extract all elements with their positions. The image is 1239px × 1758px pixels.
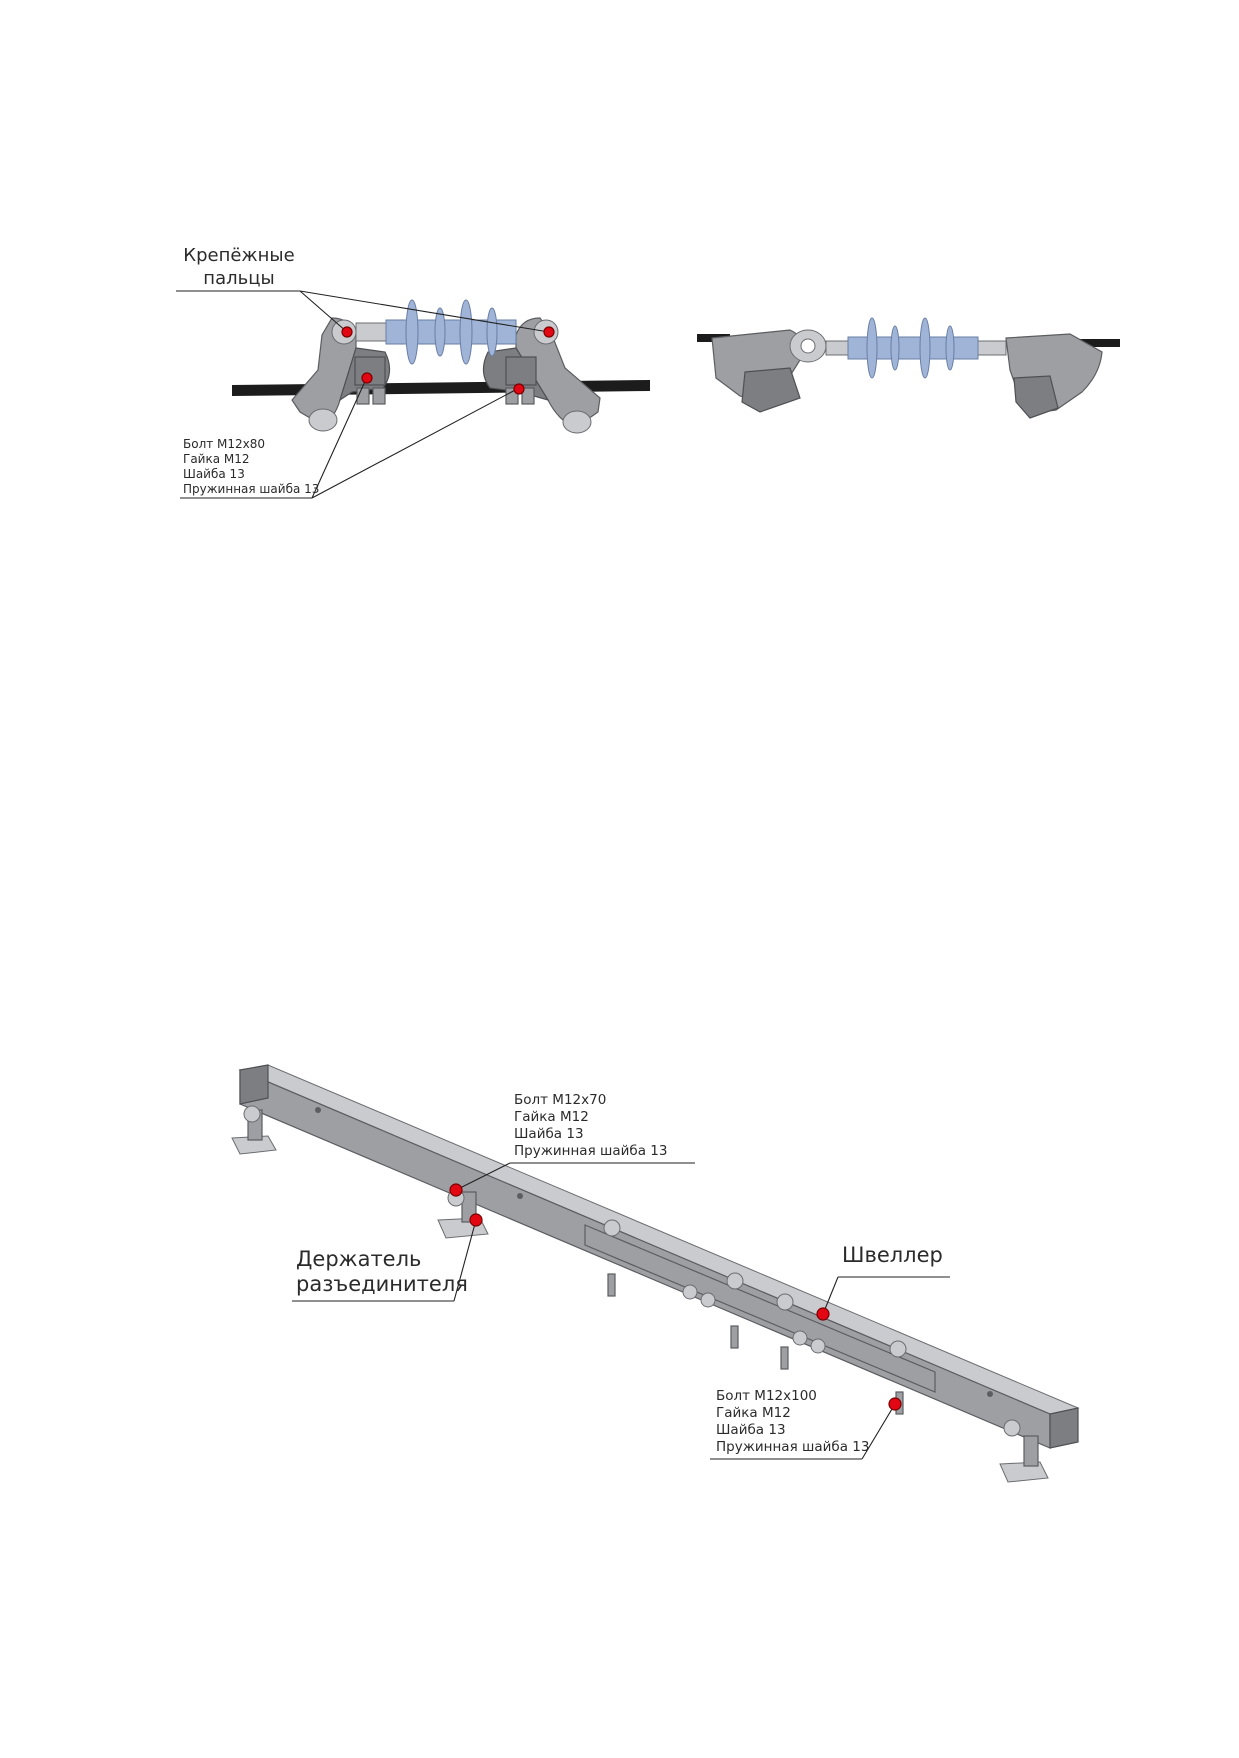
insulator-assembly-right (697, 317, 1120, 419)
right-end-bolt (1003, 1419, 1021, 1437)
channel-assembly (231, 1064, 1080, 1483)
top-bolt-3 (776, 1293, 794, 1311)
marker-holder (469, 1213, 483, 1227)
top-fastener-callout: Болт М12х80 Гайка М12 Шайба 13 Пружинная… (180, 372, 525, 499)
fastener-a-leader (455, 1162, 511, 1191)
fastener-callout-a: Болт М12х70 Гайка М12 Шайба 13 Пружинная… (449, 1092, 695, 1197)
holder-label-line-1: Держатель (296, 1247, 421, 1271)
top-fastener-line-3: Шайба 13 (183, 467, 245, 481)
fingers-label-line-1: Крепёжные (183, 245, 294, 266)
splice-hole-3 (792, 1330, 808, 1346)
right-strain-clamp-jaw (1013, 375, 1059, 419)
right-shed-1 (866, 317, 878, 379)
left-end-bolt (243, 1105, 261, 1123)
marker-pin-left (341, 326, 353, 338)
top-fastener-line-4: Пружинная шайба 13 (183, 482, 319, 496)
top-bolt-1 (603, 1219, 621, 1237)
fingers-leader-right (299, 290, 550, 333)
marker-pin-right (543, 326, 555, 338)
fingers-callout: Крепёжные пальцы (176, 245, 555, 338)
top-bolt-2 (726, 1272, 744, 1290)
top-fastener-line-1: Болт М12х80 (183, 437, 265, 451)
beam-hole-1 (315, 1107, 321, 1113)
left-nut-2 (372, 387, 386, 405)
left-strain-clamp-jaw (741, 367, 801, 413)
right-shed-2 (890, 325, 900, 371)
beam-hole-3 (987, 1391, 993, 1397)
top-fastener-line-2: Гайка М12 (183, 452, 250, 466)
insulator-shed-4 (486, 307, 498, 357)
right-end-bracket-web (1023, 1435, 1039, 1467)
fastener-b-line-1: Болт М12х100 (716, 1388, 817, 1404)
holder-leader (453, 1219, 477, 1302)
right-nut-2 (521, 387, 535, 405)
fastener-a-line-3: Шайба 13 (514, 1126, 584, 1142)
left-bolt-block (354, 356, 386, 386)
channel-top-face (238, 1064, 1080, 1415)
channel-leader (822, 1276, 839, 1315)
marker-bottom-bolt (888, 1397, 902, 1411)
holder-callout: Держатель разъединителя (292, 1213, 483, 1302)
channel-end-left (239, 1064, 269, 1105)
fastener-b-line-4: Пружинная шайба 13 (716, 1439, 869, 1455)
left-clamp-eye (308, 408, 338, 432)
channel-callout: Швеллер (816, 1243, 950, 1321)
marker-bolt-right (513, 383, 525, 395)
right-shed-3 (919, 317, 931, 379)
splice-hole-4 (810, 1338, 826, 1354)
bolt-stem-2 (730, 1325, 739, 1349)
splice-hole-1 (682, 1284, 698, 1300)
fastener-b-leader (861, 1403, 896, 1460)
right-insulator-core (847, 336, 979, 360)
splice-hole-2 (700, 1292, 716, 1308)
marker-channel (816, 1307, 830, 1321)
splice-plate (584, 1224, 936, 1393)
right-bolt-block (505, 356, 537, 386)
top-fastener-leader-right (311, 387, 520, 499)
bolt-stem-3 (780, 1346, 789, 1370)
marker-holder-bolt (449, 1183, 463, 1197)
insulator-assembly-left (232, 299, 650, 434)
insulator-shed-3 (459, 299, 473, 365)
insulator-shed-1 (405, 299, 419, 365)
left-link-hole (800, 338, 816, 354)
top-bolt-4 (889, 1340, 907, 1358)
channel-end-right (1049, 1407, 1079, 1449)
marker-bolt-left (361, 372, 373, 384)
right-shed-4 (945, 325, 955, 371)
fastener-b-line-3: Шайба 13 (716, 1422, 786, 1438)
fastener-a-line-4: Пружинная шайба 13 (514, 1143, 667, 1159)
channel-label: Швеллер (842, 1243, 943, 1267)
fastener-callout-b: Болт М12х100 Гайка М12 Шайба 13 Пружинна… (710, 1388, 902, 1460)
insulator-shed-2 (434, 307, 446, 357)
bolt-stem-1 (607, 1273, 616, 1297)
right-clamp-eye (562, 410, 592, 434)
fingers-label-line-2: пальцы (203, 268, 274, 289)
top-fastener-leader-left (311, 376, 368, 499)
beam-hole-2 (517, 1193, 523, 1199)
fastener-a-line-2: Гайка М12 (514, 1109, 589, 1125)
fastener-a-line-1: Болт М12х70 (514, 1092, 606, 1108)
holder-label-line-2: разъединителя (296, 1272, 468, 1296)
fingers-leader-left (299, 290, 348, 333)
fastener-b-line-2: Гайка М12 (716, 1405, 791, 1421)
